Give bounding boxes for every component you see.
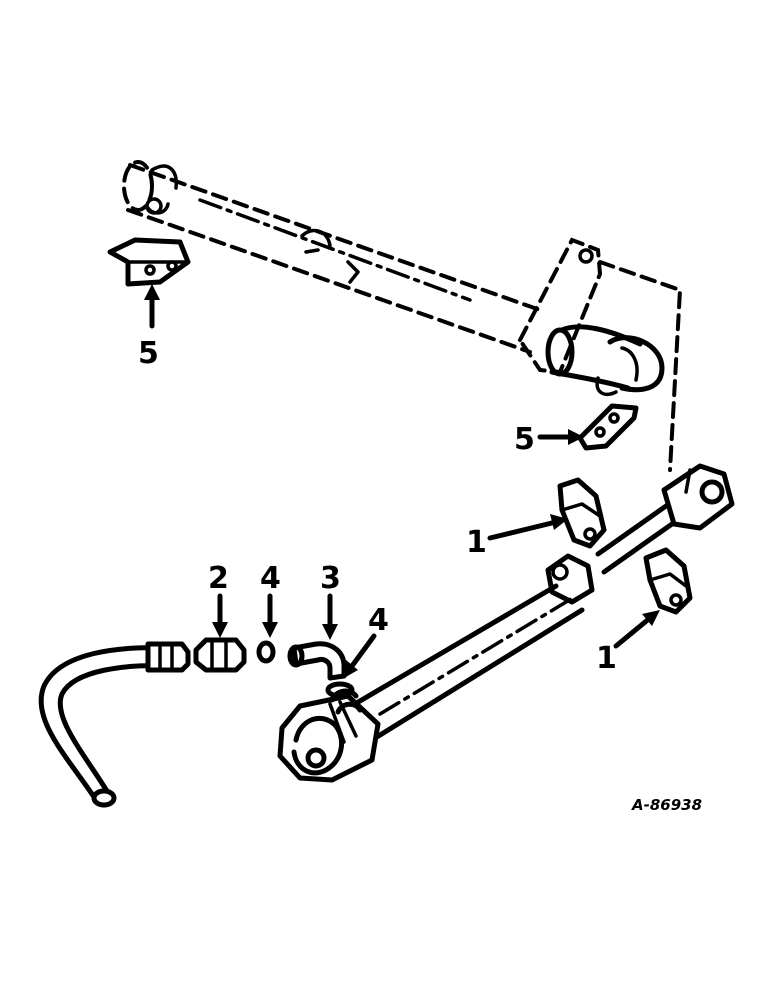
elbow-fitting-part-3 bbox=[287, 641, 347, 681]
oring-part-4 bbox=[256, 640, 276, 664]
callout-1-lower: 1 bbox=[596, 641, 617, 676]
bracket-part-5-left bbox=[107, 237, 191, 287]
callout-4-oring: 4 bbox=[260, 561, 281, 596]
clamp-block-part-1-lower bbox=[643, 547, 693, 615]
callout-2: 2 bbox=[208, 561, 229, 596]
bracket-part-5-right bbox=[577, 403, 639, 451]
arrow-part-1-lower bbox=[613, 610, 660, 649]
arrow-part-4-port bbox=[344, 633, 377, 678]
arrow-part-5-left bbox=[144, 284, 160, 329]
callout-3: 3 bbox=[320, 561, 341, 596]
arrow-part-5-right bbox=[537, 429, 584, 445]
arrow-part-2 bbox=[212, 593, 228, 638]
washer-part-4-port bbox=[325, 681, 355, 699]
hydraulic-hose bbox=[38, 641, 191, 808]
phantom-cross-shaft bbox=[122, 160, 683, 472]
arrow-part-3 bbox=[322, 593, 338, 640]
arrow-part-4 bbox=[262, 593, 278, 638]
clamp-block-part-1-upper bbox=[557, 477, 607, 549]
callout-4-port: 4 bbox=[368, 603, 389, 638]
connector-part-2 bbox=[193, 637, 247, 673]
hydraulic-cylinder bbox=[277, 463, 735, 783]
figure-reference: A-86938 bbox=[631, 796, 702, 814]
callout-5-left: 5 bbox=[138, 336, 159, 371]
callout-1-upper: 1 bbox=[466, 525, 487, 560]
arrow-part-1-upper bbox=[487, 514, 568, 541]
callout-5-right: 5 bbox=[514, 422, 535, 457]
